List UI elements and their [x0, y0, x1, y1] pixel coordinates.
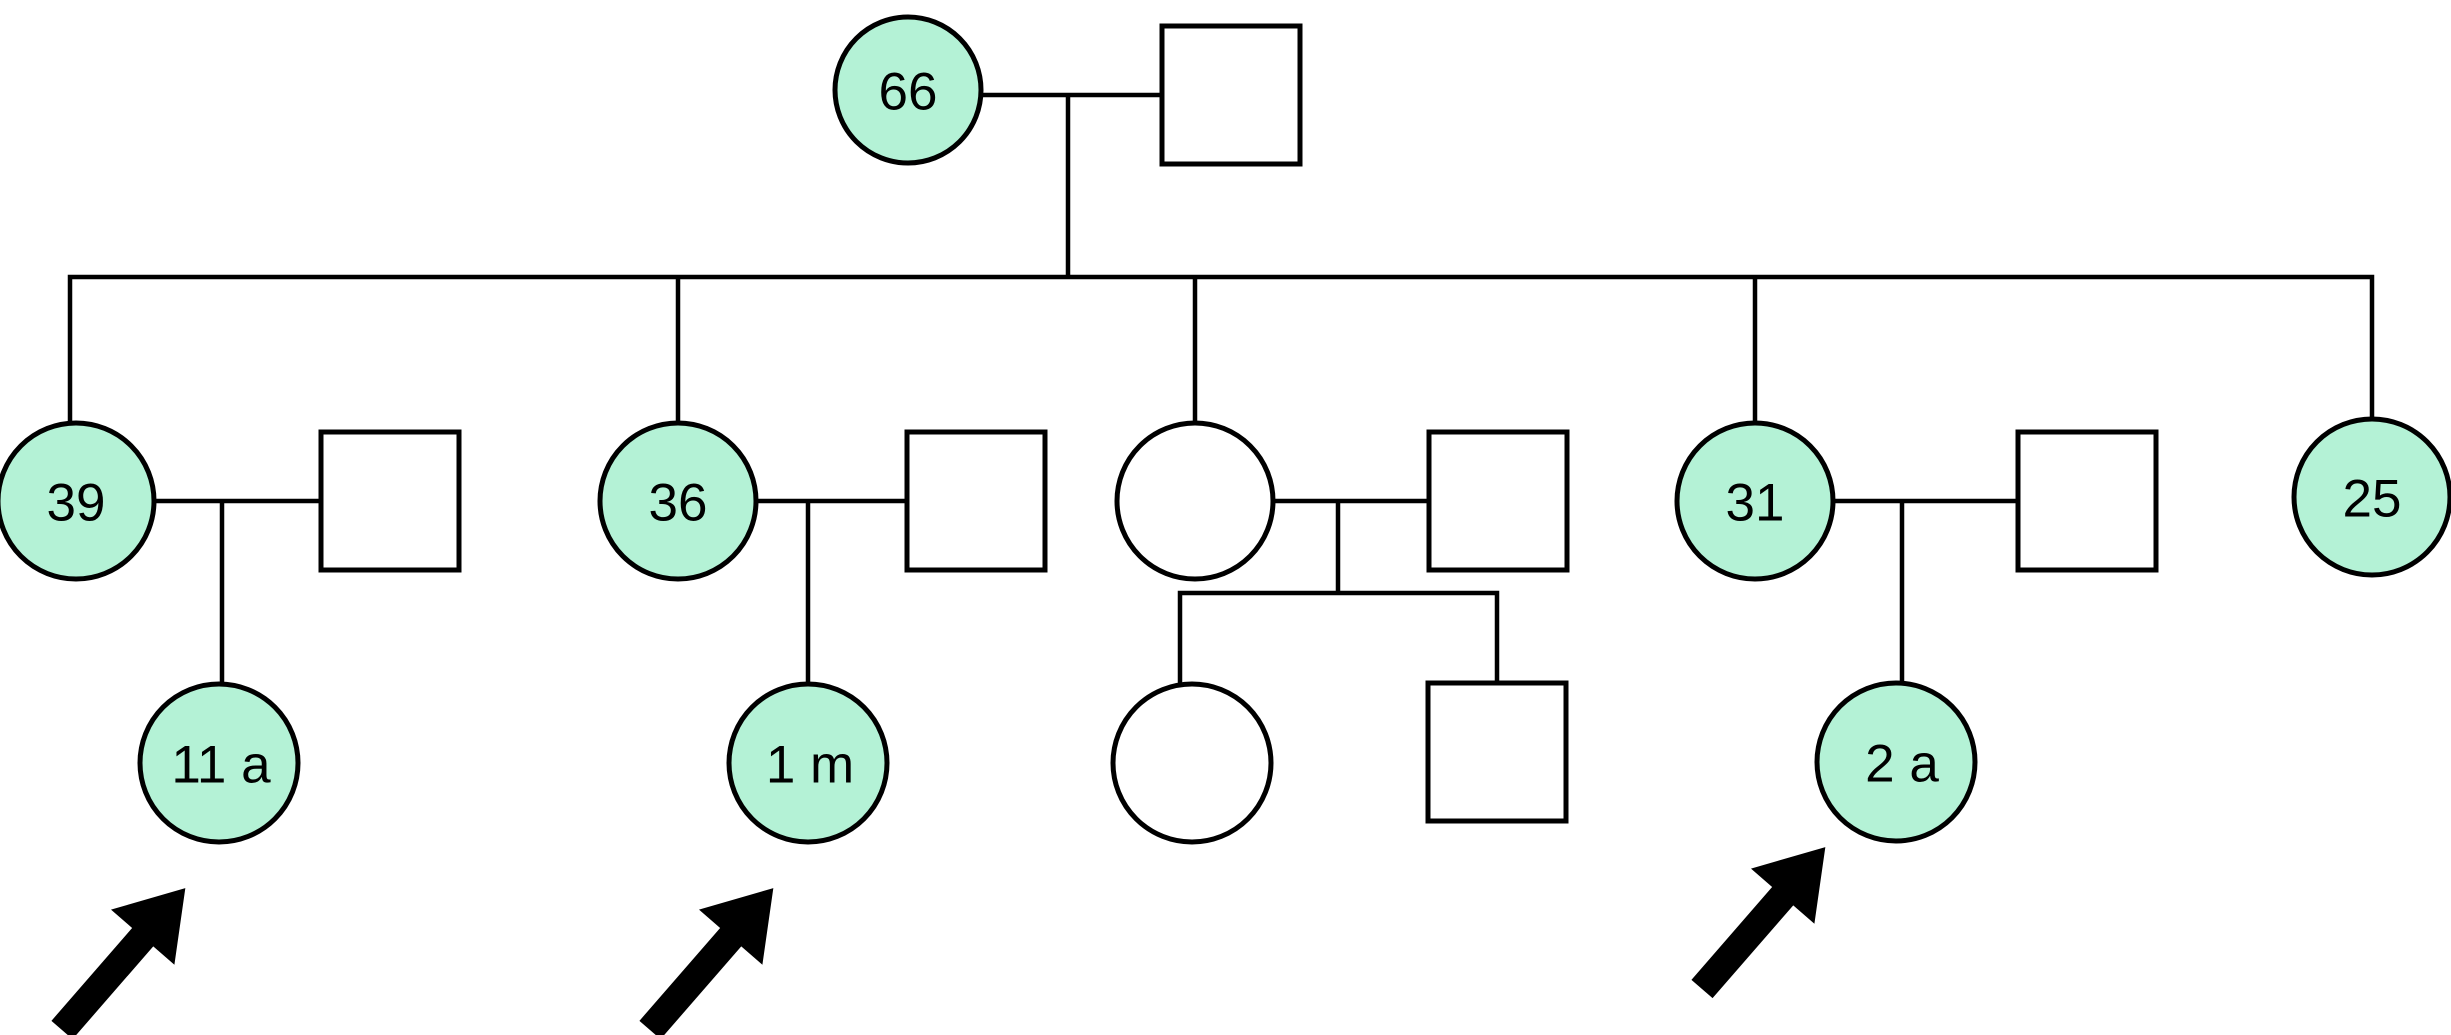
- person-gen3-child2-label: 1 m: [766, 736, 854, 795]
- person-gen2-husband3-square: [1426, 429, 1570, 573]
- proband-arrow-2-icon: [639, 888, 774, 1035]
- person-gen3-child5-label: 2 a: [1865, 735, 1939, 794]
- proband-arrow-3-icon: [1691, 847, 1826, 999]
- person-gen2-daughter1-circle: [0, 420, 157, 582]
- person-gen3-child5-circle: [1814, 680, 1978, 844]
- person-gen2-husband2-square: [904, 429, 1048, 573]
- person-gen2-daughter1-label: 39: [47, 474, 106, 533]
- person-gen1-father-square: [1159, 23, 1303, 167]
- relationship-lines: [67, 92, 2375, 690]
- person-gen3-child1-circle: [137, 681, 301, 845]
- generation-2: 39 36 31 25: [0, 416, 2451, 582]
- sibship-line-family3: [1177, 590, 1500, 690]
- person-gen2-daughter5-label: 25: [2343, 470, 2402, 529]
- person-gen2-daughter4-circle: [1674, 420, 1836, 582]
- generation-3: 11 a 1 m 2 a: [137, 680, 1978, 845]
- person-gen1-mother-label: 66: [879, 63, 938, 122]
- proband-arrows: [51, 847, 1826, 1035]
- person-gen3-child2-circle: [726, 681, 890, 845]
- person-gen2-husband1-square: [318, 429, 462, 573]
- person-gen1-mother-circle: [832, 14, 984, 166]
- person-gen3-child3-circle: [1110, 681, 1274, 845]
- person-gen2-daughter5-circle: [2291, 416, 2451, 578]
- proband-arrow-1-icon: [51, 888, 186, 1035]
- person-gen3-child4-square: [1425, 680, 1569, 824]
- person-gen2-daughter2-label: 36: [649, 474, 708, 533]
- person-gen2-husband4-square: [2015, 429, 2159, 573]
- person-gen2-daughter3-circle: [1114, 420, 1276, 582]
- sibship-line-gen2: [67, 274, 2375, 424]
- person-gen2-daughter4-label: 31: [1726, 474, 1785, 533]
- generation-1: 66: [832, 14, 1303, 167]
- person-gen3-child1-label: 11 a: [171, 736, 271, 795]
- person-gen2-daughter2-circle: [597, 420, 759, 582]
